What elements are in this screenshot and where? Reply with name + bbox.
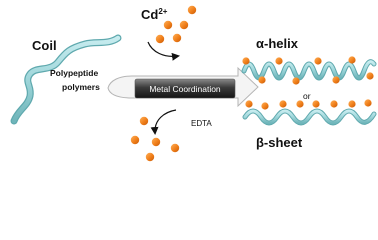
alpha-helix-ions [242,56,374,85]
ion [139,116,149,126]
polymers-label: polymers [62,82,100,92]
ion [330,100,338,108]
beta-sheet-ions [245,99,372,110]
ion [366,72,374,80]
ion [296,100,304,108]
metal-coordination-box: Metal Coordination [134,78,236,99]
ion [151,137,161,147]
alpha-helix-label: α-helix [256,36,299,51]
ion [275,57,283,65]
ion [245,100,253,108]
polypeptide-label: Polypeptide [50,68,98,78]
ion [348,56,356,64]
ion [292,77,300,85]
cd-ion-group-top: Cd2+ [141,5,197,44]
ion [179,20,189,30]
beta-sheet-label: β-sheet [256,135,303,150]
ion [279,100,287,108]
released-ions [130,116,180,162]
ion [145,152,155,162]
alpha-helix-ribbon [241,59,377,81]
edta-label: EDTA [191,119,212,128]
ion [261,102,269,110]
metal-coordination-diagram: Coil Polypeptide polymers Cd2+ Metal Coo… [10,5,377,162]
ion [242,57,250,65]
binding-arrow [147,41,180,61]
ion [163,20,173,30]
ion [348,100,356,108]
cd-ion-label: Cd2+ [141,7,168,22]
coil-ribbon [10,34,122,125]
ion [170,143,180,153]
ion [314,57,322,65]
process-label: Metal Coordination [149,84,221,94]
ion [332,76,340,84]
beta-sheet-ribbon [242,108,377,126]
ion [258,76,266,84]
ion [155,34,165,44]
ion [130,135,140,145]
ion [187,5,197,15]
ion [364,99,372,107]
ion [172,33,182,43]
ion [312,100,320,108]
coil-label: Coil [32,38,57,53]
cd-ion-charge: 2+ [158,7,167,16]
or-label: or [303,91,311,101]
cd-ion-base: Cd [141,7,158,22]
edta-arrow [150,109,177,135]
